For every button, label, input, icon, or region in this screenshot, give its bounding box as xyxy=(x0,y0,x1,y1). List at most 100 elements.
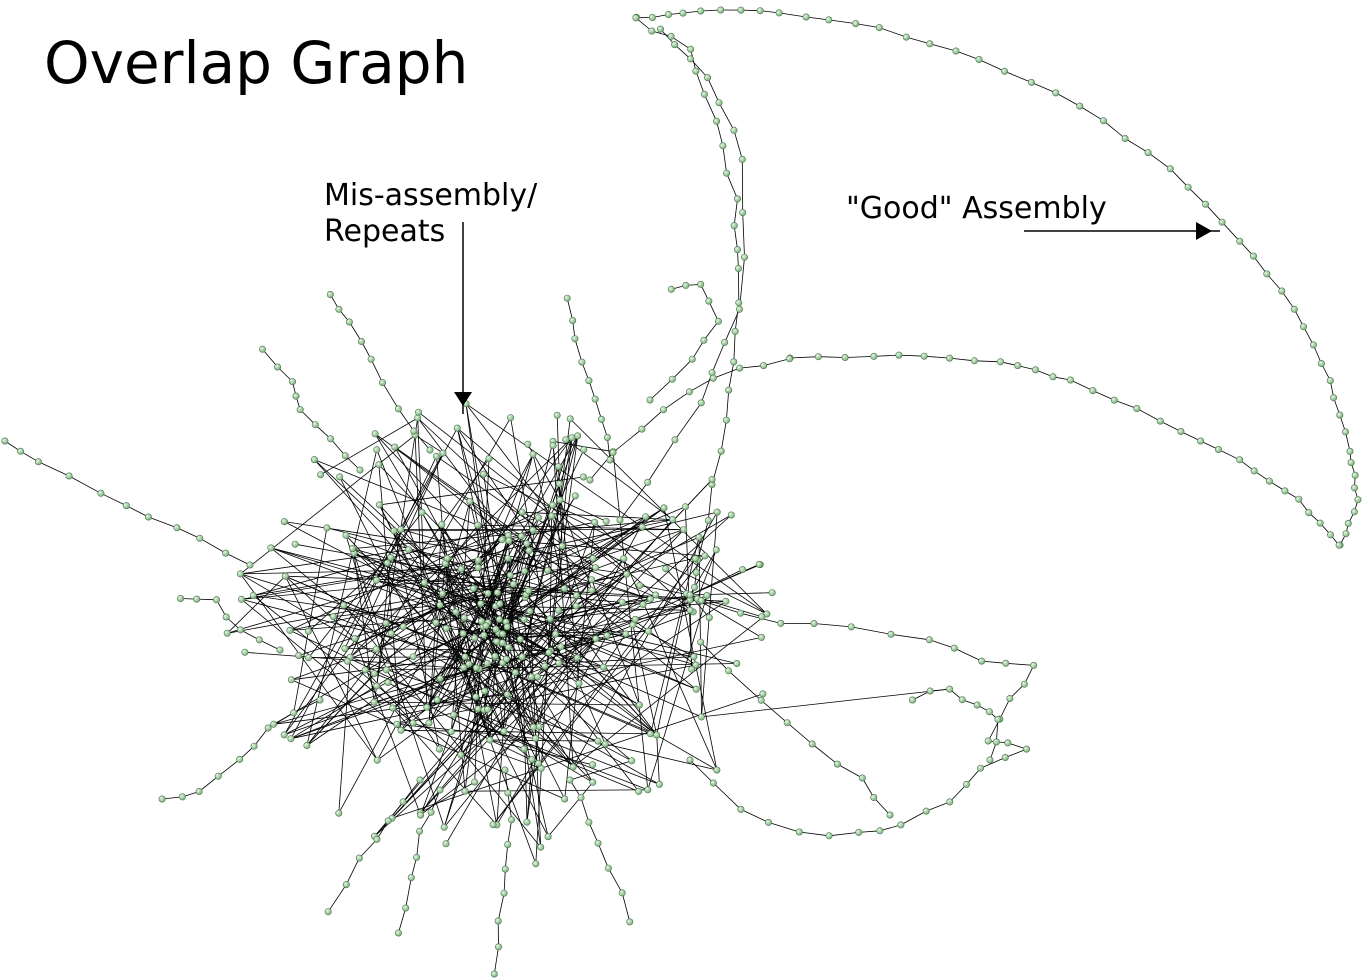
graph-edge xyxy=(497,893,505,922)
graph-node xyxy=(1330,394,1338,402)
graph-edge xyxy=(199,537,226,554)
graph-node xyxy=(342,531,350,539)
graph-node xyxy=(970,357,978,365)
graph-node xyxy=(1144,149,1152,157)
graph-node xyxy=(255,636,263,644)
graph-node xyxy=(287,676,295,684)
graph-edge xyxy=(390,604,441,634)
graph-node xyxy=(461,787,469,795)
graph-edge xyxy=(521,499,561,657)
graph-edge xyxy=(1221,221,1241,242)
graph-node xyxy=(249,591,257,599)
graph-edge xyxy=(339,476,546,667)
graph-edge xyxy=(707,484,713,521)
graph-node xyxy=(704,516,712,524)
graph-node xyxy=(399,798,407,806)
graph-node xyxy=(529,723,537,731)
graph-node xyxy=(628,757,636,765)
graph-edge xyxy=(724,309,740,343)
graph-edge xyxy=(733,198,738,226)
graph-node xyxy=(534,514,542,522)
graph-edge xyxy=(483,474,542,848)
graph-node xyxy=(291,540,299,548)
graph-node xyxy=(759,690,767,698)
graph-edge xyxy=(428,563,446,724)
graph-node xyxy=(426,446,434,454)
graph-edge xyxy=(639,585,691,596)
graph-node xyxy=(394,929,402,937)
graph-edge xyxy=(505,621,534,728)
graph-node xyxy=(372,645,380,653)
graph-edge xyxy=(289,583,514,631)
graph-node xyxy=(526,607,534,615)
graph-edge xyxy=(218,759,240,777)
graph-edge xyxy=(728,361,735,391)
graph-edge xyxy=(439,590,529,606)
graph-edge xyxy=(338,657,351,814)
graph-node xyxy=(503,623,511,631)
graph-node xyxy=(472,664,480,672)
graph-node xyxy=(436,601,444,609)
graph-edge xyxy=(733,331,736,362)
graph-node xyxy=(616,516,624,524)
graph-node xyxy=(715,99,723,107)
graph-edge xyxy=(1005,662,1034,666)
graph-node xyxy=(733,195,741,203)
graph-edge xyxy=(786,722,813,745)
graph-edge xyxy=(689,377,714,393)
graph-node xyxy=(655,780,663,788)
graph-node xyxy=(952,47,960,55)
graph-node xyxy=(1014,362,1022,370)
graph-node xyxy=(1263,270,1271,278)
graph-edge xyxy=(441,524,516,673)
graph-node xyxy=(668,375,676,383)
graph-edge xyxy=(594,398,602,420)
graph-node xyxy=(534,759,542,767)
graph-edge xyxy=(560,619,636,648)
graph-node xyxy=(423,703,431,711)
graph-node xyxy=(712,546,720,554)
graph-node xyxy=(407,874,415,882)
graph-node xyxy=(452,608,460,616)
graph-node xyxy=(875,24,883,32)
graph-node xyxy=(591,395,599,403)
graph-node xyxy=(1218,218,1226,226)
graph-node xyxy=(737,805,745,813)
graph-node xyxy=(578,358,586,366)
graph-node xyxy=(1100,117,1108,125)
graph-edge xyxy=(382,382,399,410)
graph-edge xyxy=(635,594,691,620)
graph-edge xyxy=(1079,105,1104,122)
graph-node xyxy=(1023,745,1031,753)
graph-node xyxy=(557,643,565,651)
graph-edge xyxy=(444,563,488,710)
graph-node xyxy=(418,508,426,516)
graph-node xyxy=(810,619,818,627)
graph-node xyxy=(499,630,507,638)
graph-edge xyxy=(487,598,651,710)
graph-edge xyxy=(929,639,955,649)
graph-node xyxy=(1004,739,1012,747)
graph-edge xyxy=(306,673,375,746)
graph-node xyxy=(946,354,954,362)
graph-node xyxy=(304,627,312,635)
graph-node xyxy=(351,634,359,642)
graph-edge xyxy=(330,438,346,457)
graph-edge xyxy=(641,409,664,430)
graph-node xyxy=(554,462,562,470)
graph-edge xyxy=(376,579,481,604)
graph-edge xyxy=(100,492,127,506)
graph-edge xyxy=(473,588,644,605)
graph-edge xyxy=(379,476,584,506)
graph-edge xyxy=(345,857,360,885)
graph-edge xyxy=(503,435,579,732)
graph-edge xyxy=(861,777,875,798)
graph-node xyxy=(500,727,508,735)
graph-edge xyxy=(283,452,444,736)
graph-node xyxy=(986,756,994,764)
graph-edge xyxy=(353,553,375,703)
graph-node xyxy=(852,20,860,28)
graph-edge xyxy=(733,130,743,160)
graph-edge xyxy=(538,726,574,768)
graph-edge xyxy=(1092,390,1115,401)
